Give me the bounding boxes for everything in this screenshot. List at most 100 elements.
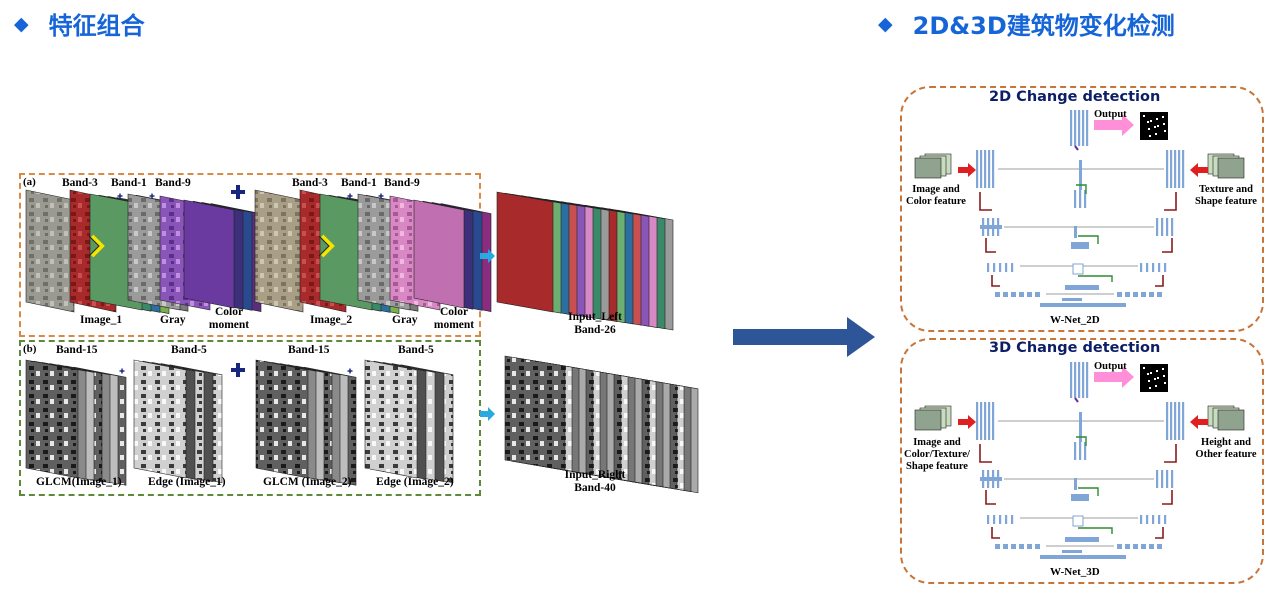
right-input-label: Texture and Shape feature xyxy=(1195,184,1257,207)
conv-block xyxy=(1149,292,1154,297)
conv-block xyxy=(1079,190,1082,208)
conv-block xyxy=(1166,150,1169,188)
output-map-dot xyxy=(1163,375,1165,377)
chevron-icon xyxy=(320,234,335,258)
connection-line xyxy=(1078,275,1113,282)
conv-block xyxy=(1027,292,1032,297)
band-layer xyxy=(25,359,79,479)
image-label: Edge (Image_2) xyxy=(376,476,454,488)
image-label: GLCM(Image_1) xyxy=(36,476,122,488)
conv-block xyxy=(1141,292,1146,297)
conv-block xyxy=(1117,292,1122,297)
image-label: Color moment xyxy=(208,306,250,331)
connection-line xyxy=(991,527,1000,539)
conv-block xyxy=(1125,544,1130,549)
conv-block xyxy=(1027,544,1032,549)
connection-line xyxy=(1076,436,1087,446)
left-input-label: Image and Color/Texture/ Shape feature xyxy=(904,437,970,472)
conv-block xyxy=(992,218,995,236)
plus-icon xyxy=(349,368,351,374)
image-label: Edge (Image_1) xyxy=(148,476,226,488)
output-stack-label: Input_Right Band-40 xyxy=(564,469,626,494)
connection-line xyxy=(1155,275,1164,287)
conv-block xyxy=(1019,544,1024,549)
plus-icon xyxy=(151,193,153,199)
connection-line xyxy=(1074,145,1079,151)
conv-block xyxy=(997,218,1000,236)
conv-block xyxy=(1071,494,1089,501)
band-layer xyxy=(413,199,465,309)
conv-block xyxy=(1005,263,1008,272)
conv-block xyxy=(1011,515,1014,524)
conv-block xyxy=(1074,190,1077,208)
output-map-dot xyxy=(1163,123,1165,125)
conv-block xyxy=(1158,515,1161,524)
conv-block xyxy=(1140,515,1143,524)
conv-block xyxy=(1086,110,1089,146)
band-layer xyxy=(504,355,566,471)
conv-block xyxy=(1011,292,1016,297)
output-map-dot xyxy=(1154,378,1156,380)
conv-block xyxy=(999,263,1002,272)
image-label: Image_2 xyxy=(310,314,353,326)
connection-line xyxy=(1078,487,1099,496)
input-feature-thumbnail xyxy=(914,409,942,431)
input-arrow-icon xyxy=(958,415,976,429)
connection-line xyxy=(1074,397,1079,403)
conv-block xyxy=(1065,285,1099,290)
output-map-dot xyxy=(1162,116,1164,118)
connection-line xyxy=(1076,184,1087,194)
conv-block xyxy=(987,218,990,236)
band-label: Band-9 xyxy=(384,177,420,189)
output-map-dot xyxy=(1149,387,1151,389)
conv-block xyxy=(1117,544,1122,549)
conv-block xyxy=(999,515,1002,524)
connection-line xyxy=(985,238,996,253)
conv-block xyxy=(1035,544,1040,549)
conv-block xyxy=(1156,218,1159,236)
conv-block xyxy=(987,263,990,272)
input-feature-thumbnail xyxy=(1217,409,1245,431)
conv-block xyxy=(1171,218,1174,236)
output-map-dot xyxy=(1148,380,1150,382)
conv-block xyxy=(1146,263,1149,272)
plus-icon xyxy=(380,193,382,199)
output-arrow-icon xyxy=(1094,366,1134,388)
conv-block xyxy=(980,402,983,440)
band-layer xyxy=(364,359,418,479)
big-arrow-right-icon xyxy=(733,317,875,357)
conv-block xyxy=(1174,402,1177,440)
conv-block xyxy=(1074,110,1077,146)
band-label: Band-1 xyxy=(111,177,147,189)
diamond-bullet-icon: ◆ xyxy=(14,12,29,35)
output-map-dot xyxy=(1162,368,1164,370)
conv-block xyxy=(1084,190,1087,208)
output-map-dot xyxy=(1156,370,1158,372)
arrow-right-icon xyxy=(480,249,495,263)
conv-block xyxy=(997,470,1000,488)
conv-block xyxy=(1140,263,1143,272)
conv-block xyxy=(1082,362,1085,398)
input-feature-thumbnail xyxy=(1217,157,1245,179)
conv-block xyxy=(1079,160,1082,190)
conv-block xyxy=(984,402,987,440)
arrow-right-icon xyxy=(480,407,495,421)
panel-a-label: (a) xyxy=(23,176,36,188)
conv-block xyxy=(993,263,996,272)
input-arrow-icon xyxy=(1190,163,1208,177)
output-map-dot xyxy=(1156,118,1158,120)
conv-block xyxy=(1161,218,1164,236)
connection-line xyxy=(1164,444,1177,463)
conv-block xyxy=(1133,292,1138,297)
connection-line xyxy=(1078,235,1099,244)
band-label: Band-5 xyxy=(398,344,434,356)
left-input-label: Image and Color feature xyxy=(906,184,966,207)
band-layer xyxy=(496,191,554,313)
conv-block xyxy=(995,544,1000,549)
output-map-dot xyxy=(1154,126,1156,128)
conv-block xyxy=(987,470,990,488)
conv-block xyxy=(1158,263,1161,272)
image-label: GLCM (Image_2) xyxy=(263,476,352,488)
output-map-dot xyxy=(1150,372,1152,374)
